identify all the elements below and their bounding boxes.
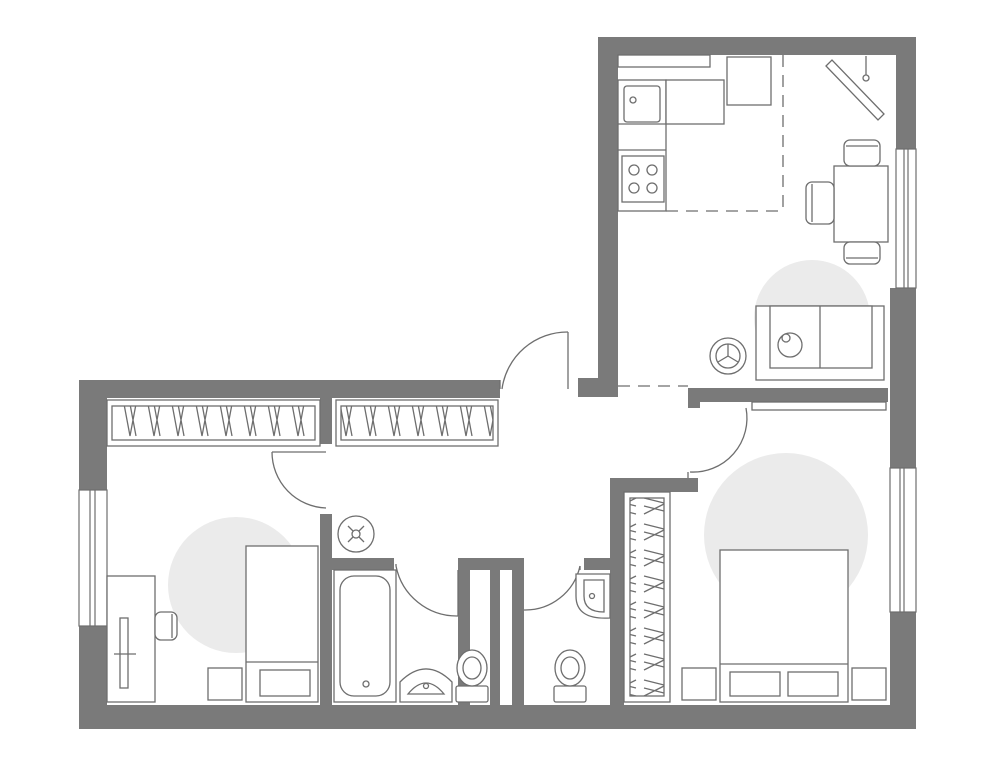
toilet-icon — [455, 649, 489, 703]
bed-icon — [681, 549, 887, 703]
toilet-icon — [553, 649, 587, 703]
wardrobe-icon — [623, 491, 671, 703]
wardrobe-icon — [106, 399, 499, 447]
sofa-icon — [755, 305, 885, 381]
lamp-icon — [337, 515, 375, 553]
lamp-icon — [777, 332, 803, 358]
tv-shelf — [751, 401, 887, 411]
sink-icon — [623, 85, 661, 123]
walls — [79, 37, 916, 729]
bathtub-icon — [333, 569, 397, 703]
stove-icon — [621, 155, 665, 203]
window-icon — [78, 148, 917, 627]
kitchen — [617, 54, 772, 212]
robot-vacuum-icon — [709, 337, 747, 375]
zone-dividers — [618, 55, 784, 387]
dining-table-icon — [805, 139, 889, 265]
bed-icon — [207, 545, 319, 703]
washbasin-icon — [575, 573, 611, 619]
tv-icon — [825, 56, 885, 121]
desk-icon — [106, 575, 178, 703]
washbasin-icon — [399, 668, 453, 703]
